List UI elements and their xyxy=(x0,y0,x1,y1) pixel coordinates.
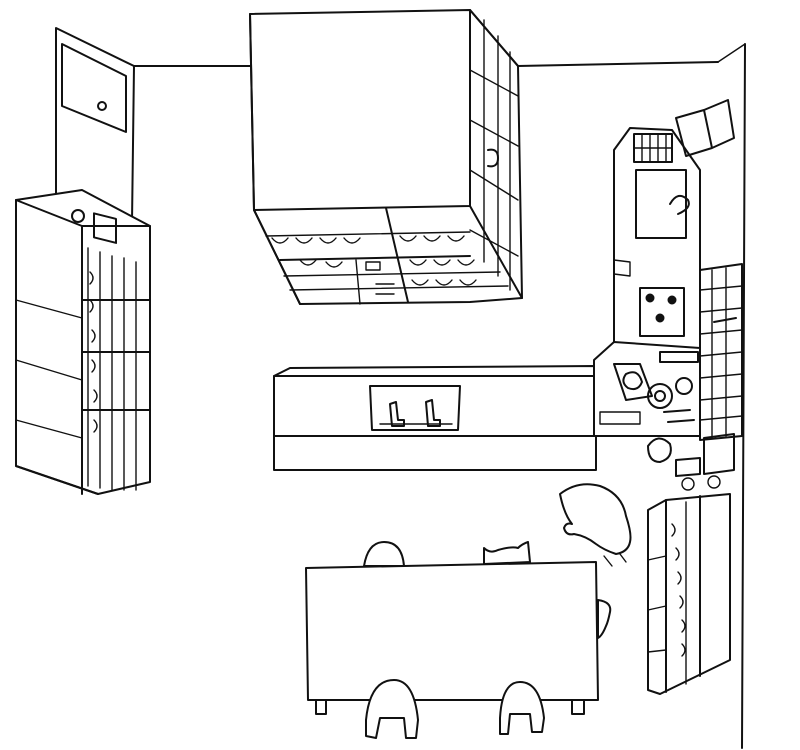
cat xyxy=(559,483,632,567)
room-walls xyxy=(133,43,746,749)
chairs xyxy=(363,541,612,739)
oven-shelves xyxy=(15,247,151,491)
right-shelving xyxy=(647,493,731,695)
kitchen-island xyxy=(273,365,597,471)
corner-counter xyxy=(593,341,735,491)
hanging-drawers xyxy=(253,207,509,305)
right-counter xyxy=(613,99,735,349)
dining-table xyxy=(305,561,599,715)
tall-oven-cabinet xyxy=(15,189,151,495)
tile-wall xyxy=(699,263,743,441)
upper-cabinet-block xyxy=(249,9,523,305)
